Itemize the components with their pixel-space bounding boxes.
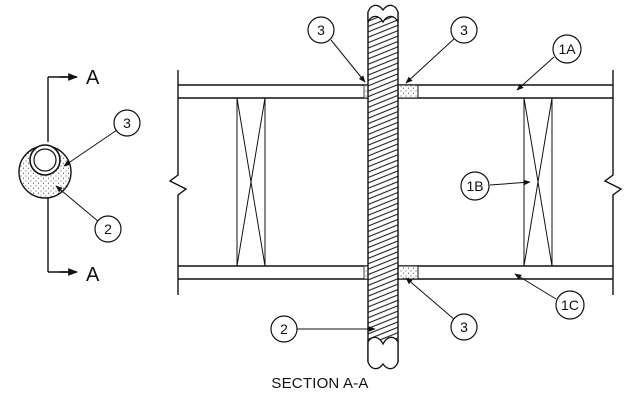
callout-top-left-3: 3 — [317, 22, 325, 38]
plan-view: A A 3 2 — [18, 67, 141, 286]
section-caption: SECTION A-A — [271, 375, 369, 392]
plan-callout-bubble-2 — [94, 215, 122, 243]
sealant-bottom-right — [397, 265, 419, 280]
callout-1c: 1C — [561, 297, 579, 313]
leader-top-right-3 — [405, 37, 456, 84]
section-marker-top: A — [86, 67, 100, 89]
leader-1c — [514, 273, 557, 300]
callout-1b: 1B — [466, 178, 483, 194]
plan-callout-bubble-3 — [113, 109, 141, 137]
section-marker-bottom: A — [86, 264, 100, 286]
penetrating-pipe — [367, 4, 399, 370]
plan-leader-2 — [55, 185, 100, 223]
callout-bubble-1a — [552, 34, 582, 64]
callout-bottom-2: 2 — [280, 321, 288, 337]
callout-bubble-1b — [460, 171, 490, 201]
callout-top-right-3: 3 — [460, 22, 468, 38]
callout-bubble-bottom-3 — [450, 313, 478, 341]
callout-1a: 1A — [558, 41, 576, 57]
plan-leader-3 — [63, 129, 118, 167]
left-break-line — [168, 70, 188, 295]
leader-bottom-3 — [405, 277, 456, 321]
callout-bubble-top-right-3 — [450, 16, 478, 44]
plan-pipe-inner — [33, 148, 57, 172]
callout-bottom-3: 3 — [460, 319, 468, 335]
leader-1b — [489, 179, 531, 186]
plan-callout-2: 2 — [104, 221, 112, 237]
plan-callout-3: 3 — [123, 115, 131, 131]
right-break-line — [603, 70, 623, 295]
section-cut-line — [47, 76, 75, 273]
left-stud — [236, 97, 266, 267]
leader-1a — [516, 56, 555, 91]
sealant-top-right — [397, 84, 419, 99]
callout-bubble-top-left-3 — [307, 16, 335, 44]
leader-top-left-3 — [330, 39, 366, 83]
section-view: 3 3 1A 1B 1C 3 2 — [168, 4, 623, 370]
callout-bubble-bottom-2 — [270, 315, 298, 343]
callout-bubble-1c — [555, 290, 585, 320]
